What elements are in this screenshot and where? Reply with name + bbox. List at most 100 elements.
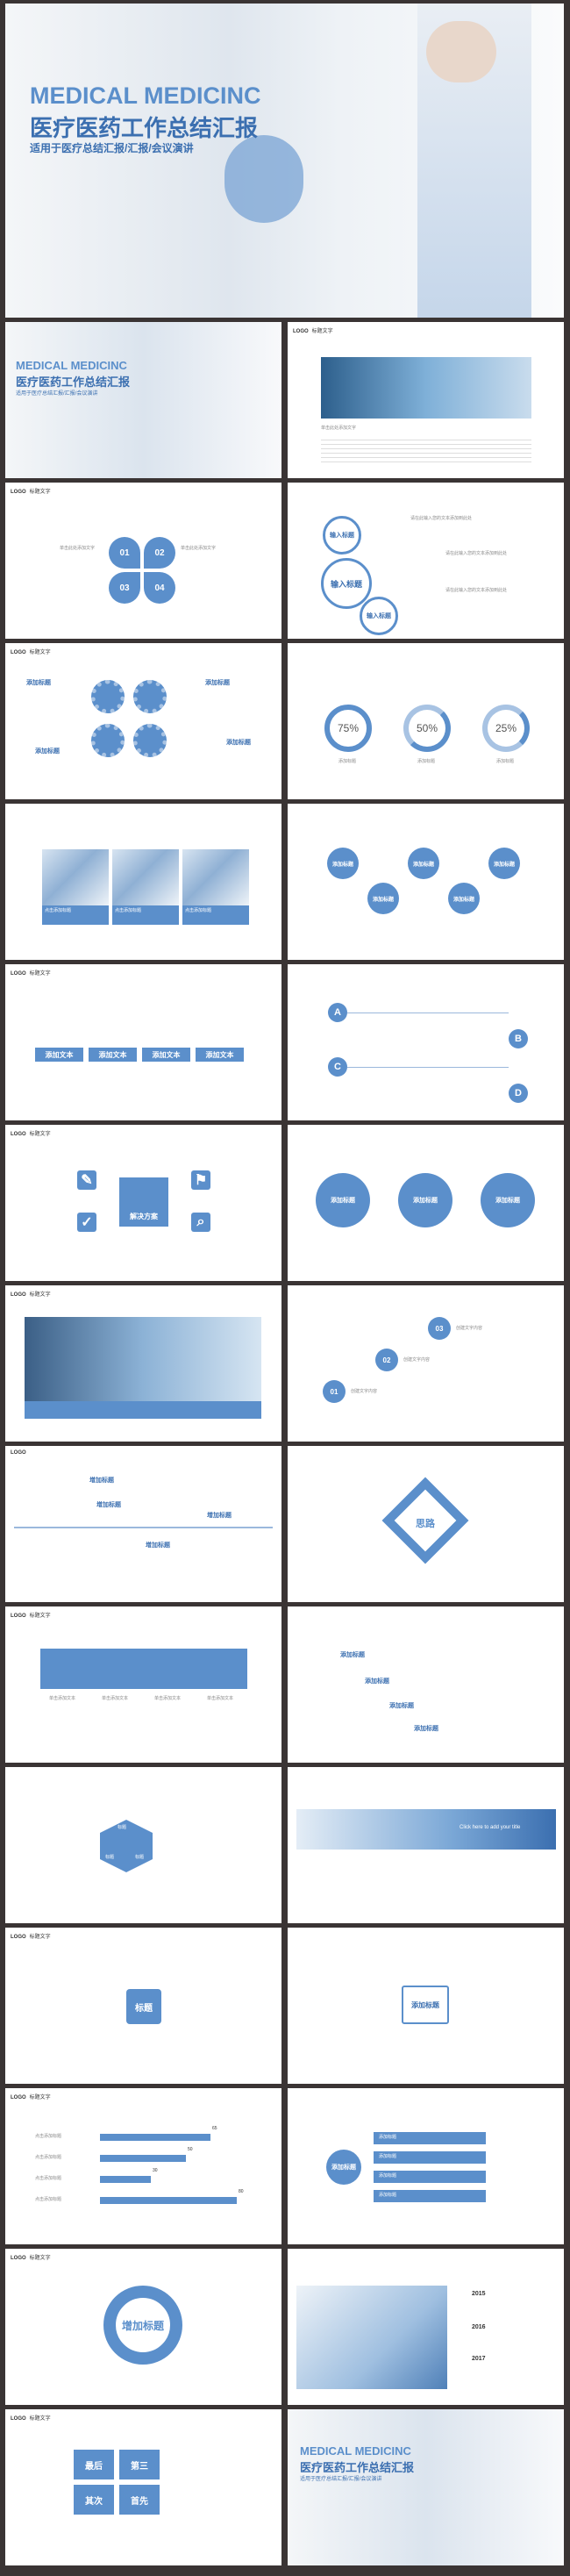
letter-a: A <box>328 1003 347 1022</box>
bar-value: 80 <box>239 2189 244 2194</box>
slide-23: 添加标题 <box>288 1928 564 2084</box>
tag-icon: ⚑ <box>191 1170 210 1190</box>
slide-5: 输入标题 输入标题 输入标题 请在此输入您的文本添加到此处 请在此输入您的文本添… <box>288 483 564 639</box>
slide-13: 添加标题 添加标题 添加标题 <box>288 1125 564 1281</box>
photo-caption: 点击添加标题 <box>42 905 109 925</box>
slide-2-title-en: MEDICAL MEDICINC <box>16 359 127 372</box>
branch-text: 请在此输入您的文本添加到此处 <box>445 588 508 593</box>
lab-photo <box>321 357 531 419</box>
photo-2 <box>112 849 179 905</box>
cover-title-cn: 医疗医药工作总结汇报 <box>30 116 259 141</box>
step-title: 添加标题 <box>340 1652 365 1658</box>
slide-29: MEDICAL MEDICINC 医疗医药工作总结汇报 适用于医疗总结汇报/汇报… <box>288 2409 564 2565</box>
gear-icon <box>91 680 125 713</box>
team-photo <box>296 2286 447 2389</box>
logo: LOGO <box>11 1450 26 1456</box>
grid-cell: 最后 <box>74 2450 114 2479</box>
logo: LOGO <box>11 1132 26 1137</box>
cycle-center: 添加标题 <box>402 1986 449 2024</box>
add-text-button[interactable]: 添加文本 <box>35 1048 83 1062</box>
logo: LOGO <box>293 329 309 334</box>
logo: LOGO <box>11 1292 26 1298</box>
divider <box>347 1067 509 1068</box>
flow-circle: 添加标题 <box>327 848 359 879</box>
letter-b: B <box>509 1029 528 1048</box>
item-text: 单击此处添加文字 <box>181 546 217 551</box>
slide-19: 添加标题 添加标题 添加标题 添加标题 <box>288 1606 564 1763</box>
cover-title-en: MEDICAL MEDICINC <box>30 82 261 109</box>
pen-icon: ✎ <box>77 1170 96 1190</box>
slide-8: 点击添加标题 点击添加标题 点击添加标题 <box>5 804 281 960</box>
wave-label: 增加标题 <box>207 1513 232 1519</box>
number-circle: 02 <box>375 1349 398 1371</box>
diamond-center: 思路 <box>416 1519 435 1529</box>
closing-title-en: MEDICAL MEDICINC <box>300 2444 411 2458</box>
letter-d: D <box>509 1084 528 1103</box>
bar-label: 点击添加标题 <box>35 2197 62 2202</box>
grid-cell: 其次 <box>74 2485 114 2515</box>
add-title: 添加标题 <box>205 680 230 686</box>
small-title-circle: 输入标题 <box>360 597 398 635</box>
tab-item: 添加标题 <box>374 2171 486 2183</box>
photo-1 <box>42 849 109 905</box>
slide-title: 标题文字 <box>29 1935 51 1940</box>
bar-label: 点击添加标题 <box>35 2134 62 2139</box>
slide-7: 75% 50% 25% 添加标题 添加标题 添加标题 <box>288 643 564 799</box>
slide-16: LOGO 增加标题 增加标题 增加标题 增加标题 <box>5 1446 281 1602</box>
slide-title: 标题文字 <box>29 490 51 495</box>
center-title: 标题 <box>126 1989 161 2024</box>
item-circle-03: 03 <box>109 572 140 604</box>
cover-photo <box>5 4 564 318</box>
solution-box: 解决方案 <box>119 1177 168 1227</box>
add-title: 添加标题 <box>226 740 251 746</box>
slide-27: 2015 2016 2017 <box>288 2249 564 2405</box>
branch-text: 请在此输入您的文本添加到此处 <box>410 516 473 521</box>
tri-label: 标题 <box>105 1855 115 1860</box>
value-bar <box>100 2197 237 2204</box>
tab-item: 添加标题 <box>374 2151 486 2164</box>
closing-title-cn: 医疗医药工作总结汇报 <box>300 2461 415 2474</box>
step-circle: 添加标题 <box>398 1173 452 1227</box>
gear-icon <box>133 680 167 713</box>
add-text-button[interactable]: 添加文本 <box>89 1048 137 1062</box>
wave-label: 增加标题 <box>96 1502 121 1508</box>
add-title: 添加标题 <box>35 748 60 755</box>
bar-value: 65 <box>212 2126 217 2131</box>
body-text: 单击此处添加文字 <box>321 426 357 431</box>
wave-line <box>14 1527 273 1528</box>
number-label: 创建文字内容 <box>351 1389 378 1394</box>
slide-title: 标题文字 <box>29 1132 51 1137</box>
add-text-button[interactable]: 添加文本 <box>142 1048 190 1062</box>
branch-text: 请在此输入您的文本添加到此处 <box>445 551 508 556</box>
step-title: 添加标题 <box>389 1703 414 1709</box>
slide-2-title-cn: 医疗医药工作总结汇报 <box>16 376 131 389</box>
tab-center: 添加标题 <box>326 2150 361 2185</box>
big-title-circle: 输入标题 <box>321 558 372 609</box>
add-text-button[interactable]: 添加文本 <box>196 1048 244 1062</box>
slide-17: 思路 <box>288 1446 564 1602</box>
year: 2015 <box>472 2291 486 2297</box>
ring-caption: 添加标题 <box>417 759 436 764</box>
slide-20: 标题 标题 标题 <box>5 1767 281 1923</box>
slide-9: 添加标题 添加标题 添加标题 添加标题 添加标题 <box>288 804 564 960</box>
slide-2-subtitle: 适用于医疗总结汇报/汇报/会议演讲 <box>16 391 98 397</box>
logo: LOGO <box>11 2256 26 2261</box>
ribbon-panel <box>40 1649 247 1689</box>
search-icon: ⌕ <box>191 1213 210 1232</box>
bar-value: 30 <box>153 2168 158 2173</box>
small-title-circle: 输入标题 <box>323 516 361 555</box>
wave-label: 增加标题 <box>89 1478 114 1484</box>
banner-photo <box>296 1809 556 1850</box>
panel-text: 单击添加文本 <box>207 1696 234 1701</box>
slide-2-photo <box>5 322 281 478</box>
grid-cell: 第三 <box>119 2450 160 2479</box>
closing-subtitle: 适用于医疗总结汇报/汇报/会议演讲 <box>300 2477 382 2482</box>
